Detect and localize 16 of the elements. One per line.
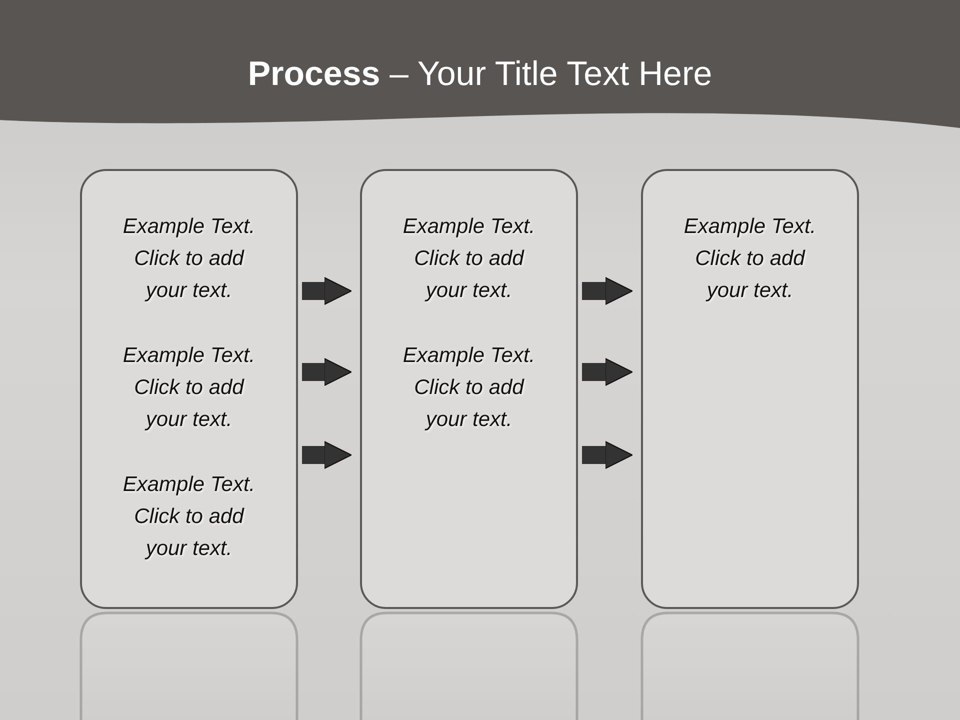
placeholder-text: Example Text. Click to add your text. bbox=[402, 214, 536, 304]
block-arrow bbox=[582, 440, 633, 470]
rounded-text-box bbox=[641, 169, 859, 609]
placeholder-text: Example Text. Click to add your text. bbox=[402, 343, 536, 433]
rounded-text-box bbox=[80, 169, 298, 609]
block-arrow bbox=[302, 358, 352, 386]
slide-title: Process – Your Title Text Here bbox=[246, 54, 714, 95]
placeholder-text: Example Text. Click to add your text. bbox=[122, 472, 256, 562]
block-arrow bbox=[302, 276, 352, 306]
rounded-text-box bbox=[360, 169, 578, 609]
placeholder-text: Example Text. Click to add your text. bbox=[682, 214, 818, 304]
placeholder-text: Example Text. Click to add your text. bbox=[122, 214, 256, 304]
block-arrow bbox=[302, 440, 352, 470]
placeholder-text: Example Text. Click to add your text. bbox=[122, 343, 256, 433]
block-arrow bbox=[582, 276, 633, 306]
block-arrow bbox=[582, 358, 633, 386]
